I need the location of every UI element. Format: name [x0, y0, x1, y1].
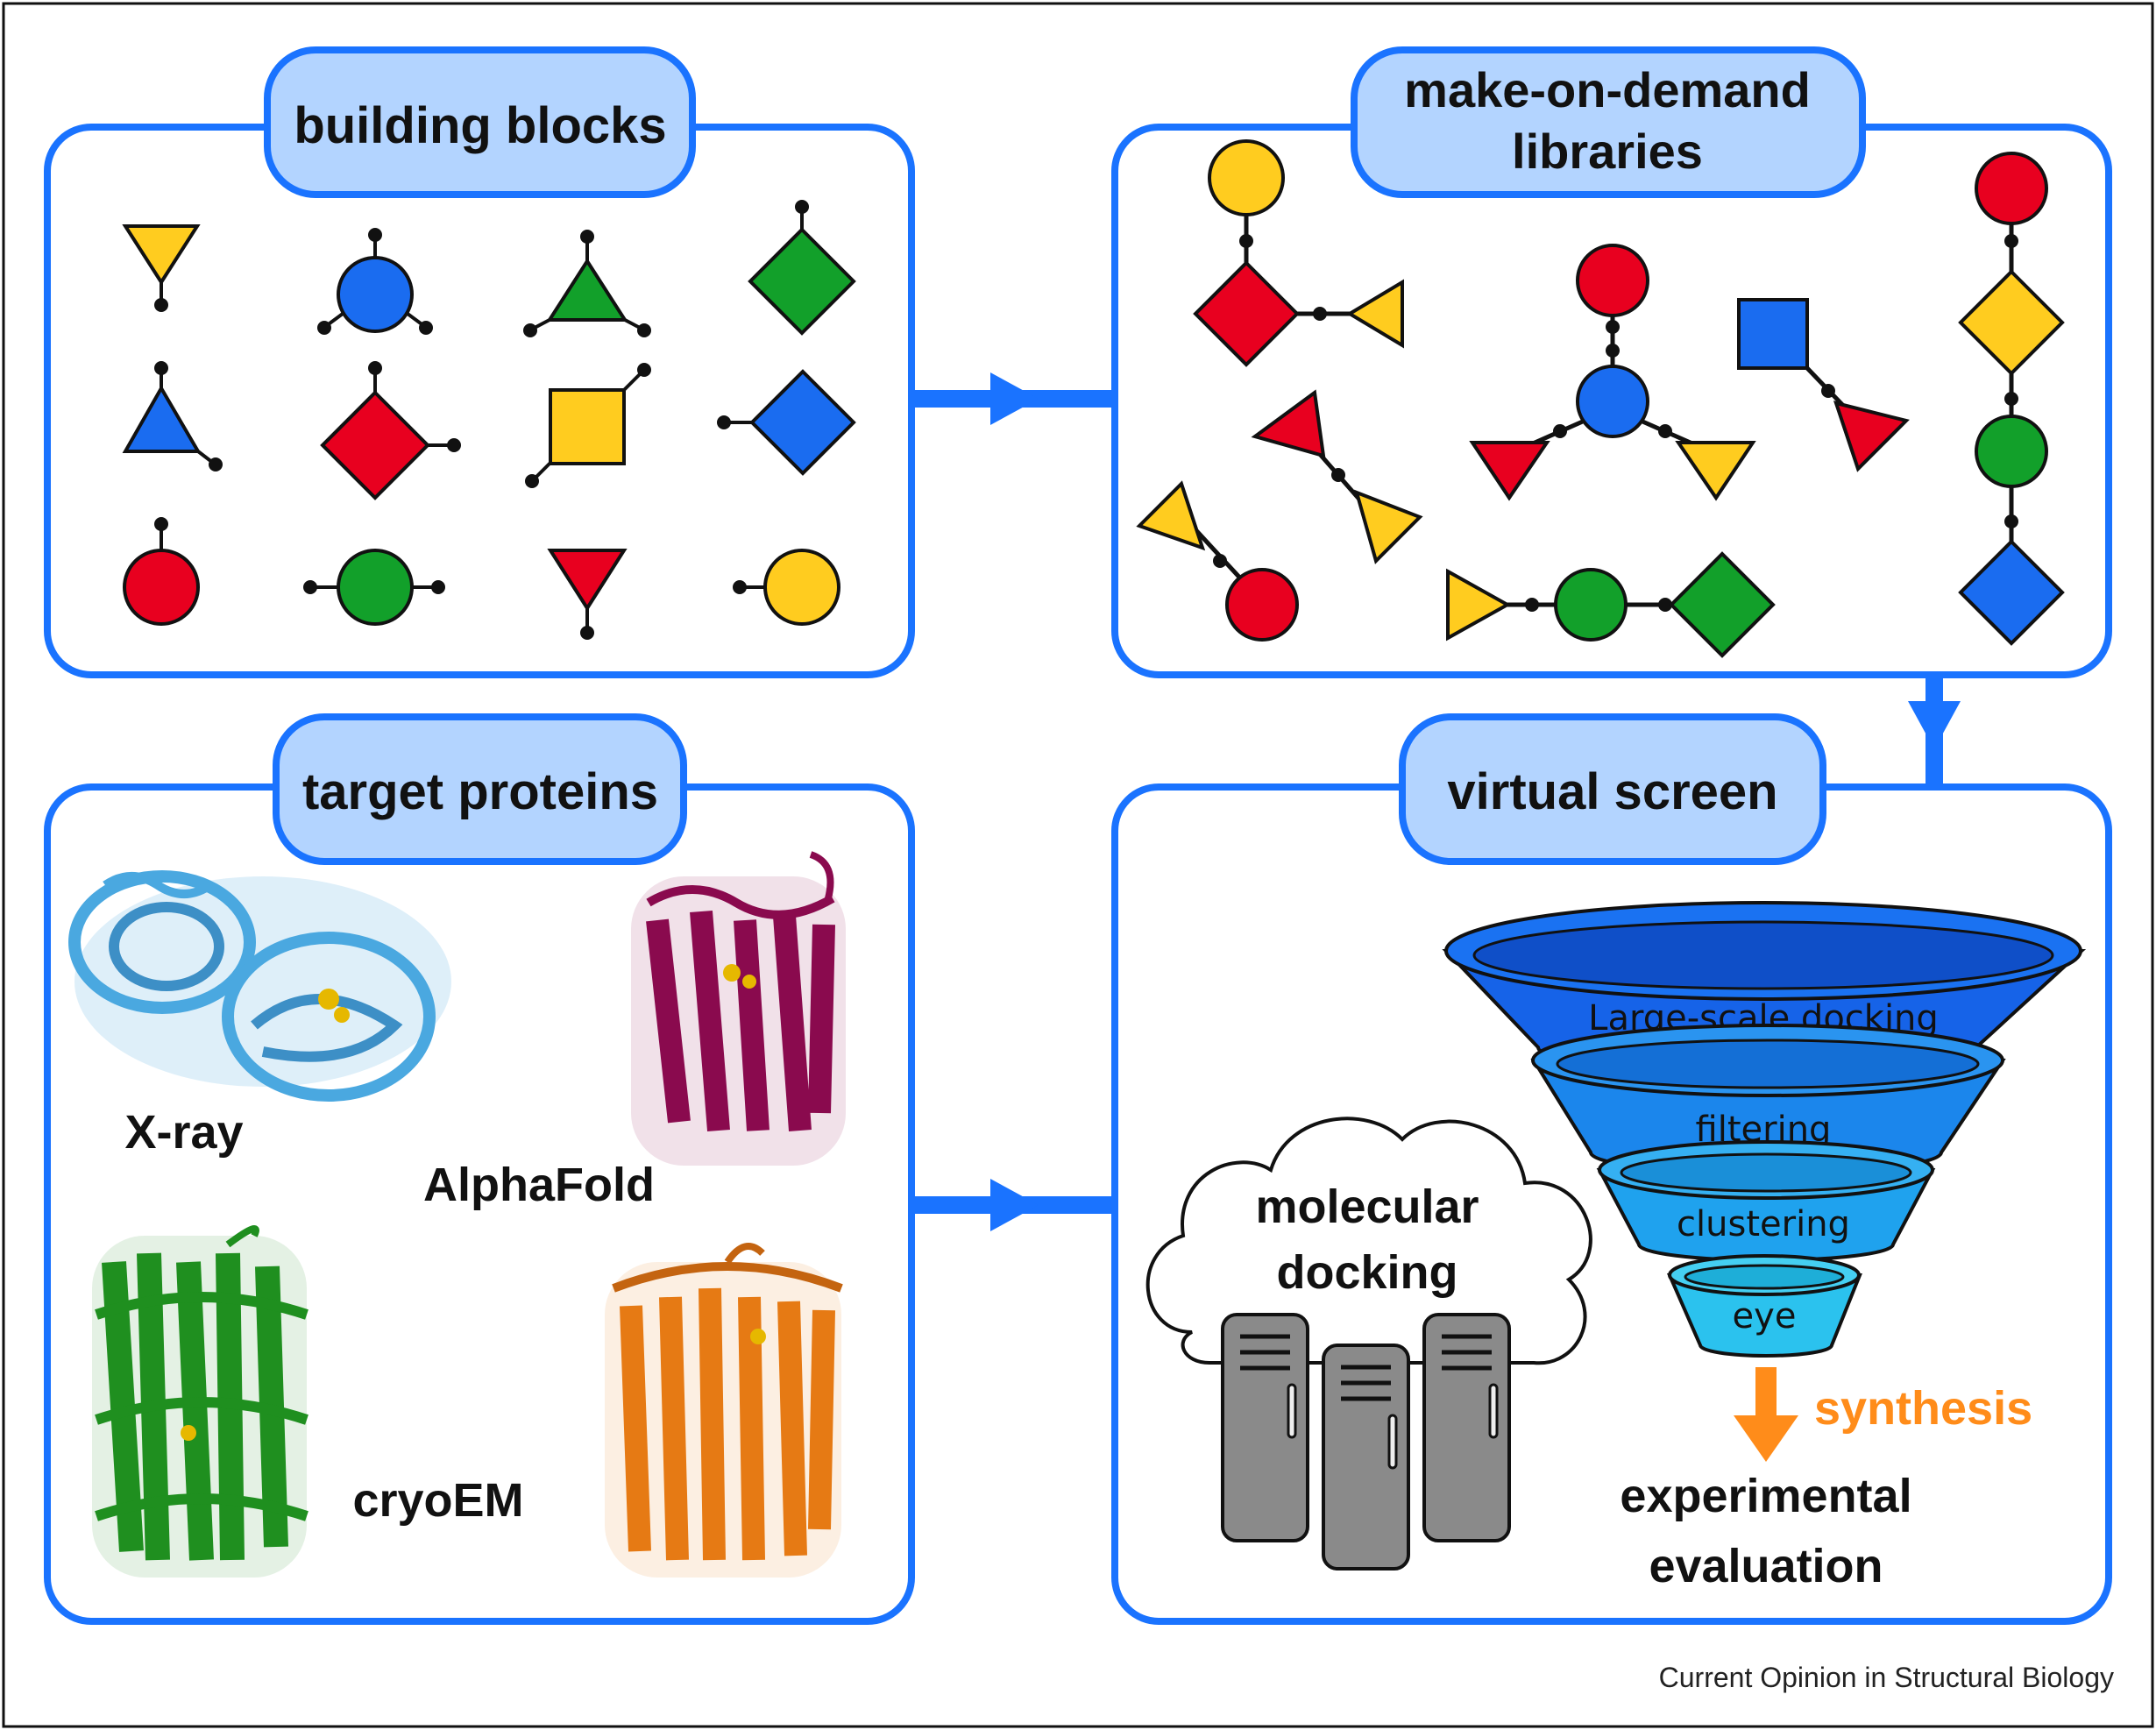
block-red-circle — [123, 517, 200, 626]
arrow-libraries-to-screen — [1908, 675, 1961, 789]
block-green-circle — [303, 549, 445, 626]
block-green-triangle — [523, 230, 651, 337]
xray-structure — [68, 870, 451, 1102]
credit-line: Current Opinion in Structural Biology — [1659, 1662, 2114, 1693]
block-blue-circle — [317, 228, 433, 335]
alphafold-label: AlphaFold — [423, 1159, 655, 1211]
virtual-screen-title-box — [1399, 713, 1826, 865]
molecule-5 — [1737, 298, 1910, 472]
building-blocks-title-box — [264, 46, 696, 198]
funnel-stage-eye — [1666, 1254, 1862, 1358]
server-icon-right — [1422, 1313, 1511, 1542]
cloud-line2: docking — [1276, 1246, 1457, 1299]
arrow-blocks-to-libraries — [913, 372, 1115, 425]
molecule-2 — [1251, 389, 1423, 564]
funnel-label-4: eye — [1733, 1296, 1797, 1336]
block-red-triangle — [547, 549, 628, 640]
molecule-7 — [1958, 152, 2065, 646]
molecule-3 — [1136, 480, 1299, 642]
output-line2: evaluation — [1649, 1540, 1883, 1592]
molecule-4 — [1469, 244, 1756, 501]
target-proteins-title-box — [273, 713, 687, 865]
cloud-icon — [1145, 1117, 1592, 1365]
alphafold-structure — [631, 851, 846, 1166]
block-blue-triangle — [122, 361, 223, 471]
cryoem-label: cryoEM — [352, 1474, 523, 1527]
arrow-synthesis — [1734, 1367, 1798, 1462]
block-red-diamond — [320, 361, 461, 500]
molecule-6 — [1446, 551, 1776, 658]
building-blocks-title: building blocks — [294, 97, 666, 154]
output-line1: experimental — [1620, 1470, 1911, 1522]
libraries-title-line1: make-on-demand — [1404, 62, 1811, 117]
funnel-stage-large-scale-docking — [1442, 901, 2087, 1075]
virtual-screen-title: virtual screen — [1447, 763, 1777, 820]
block-blue-diamond — [717, 369, 856, 476]
orange-structure — [605, 1243, 843, 1578]
funnel-label-3: clustering — [1677, 1204, 1850, 1244]
cloud-line1: molecular — [1255, 1181, 1479, 1233]
block-yellow-square — [525, 363, 651, 488]
block-yellow-circle — [733, 549, 840, 626]
synthesis-label: synthesis — [1814, 1382, 2032, 1435]
xray-label: X-ray — [124, 1106, 243, 1159]
panel-libraries: make-on-demand libraries — [1111, 46, 2112, 678]
block-green-diamond — [748, 200, 856, 336]
libraries-title-box — [1351, 46, 1866, 198]
block-yellow-triangle — [122, 224, 201, 312]
panel-virtual-screen: virtual screen molecular docking — [1111, 713, 2112, 1625]
panel-target-proteins: target proteins X-ray AlphaFold — [44, 713, 915, 1625]
server-icon-middle — [1322, 1344, 1410, 1570]
funnel-stage-clustering — [1596, 1140, 1936, 1262]
target-proteins-title: target proteins — [302, 763, 658, 820]
libraries-title-line2: libraries — [1512, 124, 1703, 179]
cryoem-structure — [92, 1225, 309, 1578]
panel-building-blocks: building blocks — [44, 46, 915, 678]
arrow-targets-to-screen — [913, 1179, 1115, 1231]
server-icon-left — [1221, 1313, 1309, 1542]
molecule-1 — [1193, 139, 1404, 367]
